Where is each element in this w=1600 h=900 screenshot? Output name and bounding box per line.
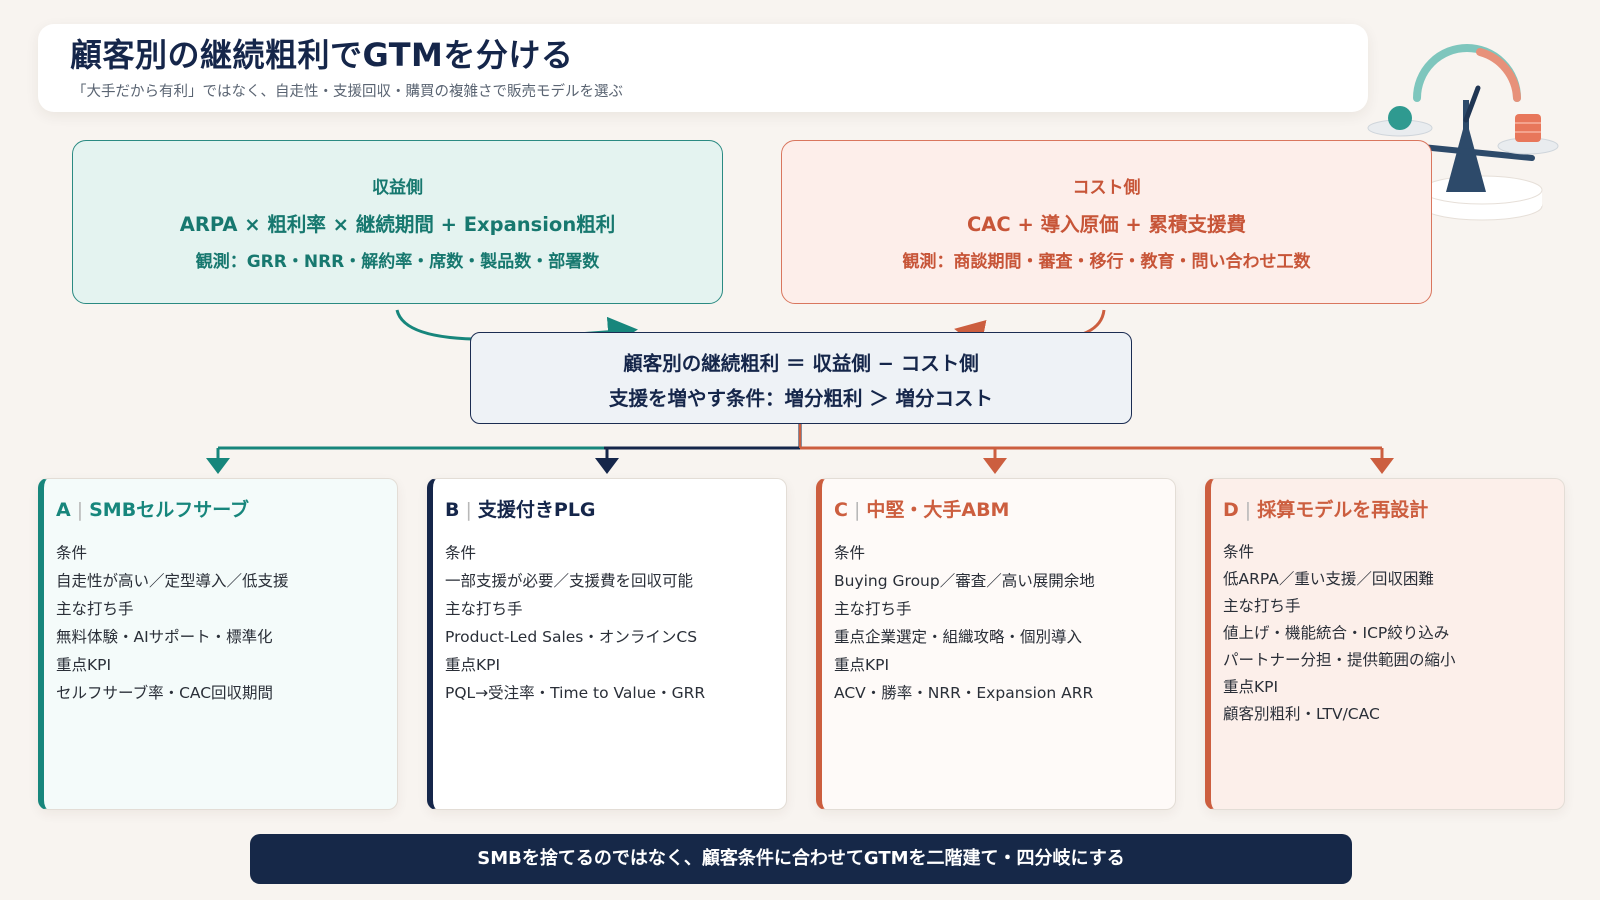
card-d-redesign-economics: D|採算モデルを再設計 条件 低ARPA／重い支援／回収困難 主な打ち手 値上げ… [1205,478,1565,810]
card-b-letter: B [445,499,460,521]
card-b-row: 一部支援が必要／支援費を回収可能 [445,572,694,590]
card-a-letter: A [56,499,71,521]
card-d-row: パートナー分担・提供範囲の縮小 [1223,651,1456,669]
card-a-row: 主な打ち手 [56,600,134,618]
branch-c-arrowhead [983,458,1007,474]
card-c-title-text: 中堅・大手ABM [866,499,1010,521]
card-d-row: 主な打ち手 [1223,597,1301,615]
cost-side-observation: 観測：商談期間・審査・移行・教育・問い合わせ工数 [902,252,1311,272]
revenue-side-formula: ARPA × 粗利率 × 継続期間 + Expansion粗利 [179,213,616,236]
gross-profit-formula-box: 顧客別の継続粗利 ＝ 収益側 − コスト側 支援を増やす条件：増分粗利 ＞ 増分… [470,332,1132,424]
cost-side-formula: CAC + 導入原価 + 累積支援費 [966,213,1247,236]
card-d-row: 重点KPI [1223,678,1279,696]
revenue-side-box: 収益側 ARPA × 粗利率 × 継続期間 + Expansion粗利 観測：G… [72,140,723,304]
card-a-title: A|SMBセルフサーブ [56,499,250,521]
cost-side-box: コスト側 CAC + 導入原価 + 累積支援費 観測：商談期間・審査・移行・教育… [781,140,1432,304]
card-a-title-text: SMBセルフサーブ [89,499,250,521]
card-d-row: 条件 [1223,543,1255,561]
card-d-letter: D [1223,499,1239,521]
card-b-assisted-plg: B|支援付きPLG 条件 一部支援が必要／支援費を回収可能 主な打ち手 Prod… [427,478,787,810]
card-d-row: 顧客別粗利・LTV/CAC [1223,705,1380,723]
gross-profit-formula: 顧客別の継続粗利 ＝ 収益側 − コスト側 [623,352,979,375]
support-increase-condition: 支援を増やす条件：増分粗利 ＞ 増分コスト [608,387,994,410]
card-c-row: Buying Group／審査／高い展開余地 [834,572,1095,590]
card-c-row: ACV・勝率・NRR・Expansion ARR [834,684,1094,702]
card-b-title: B|支援付きPLG [445,499,596,521]
card-a-smb-self-serve: A|SMBセルフサーブ 条件 自走性が高い／定型導入／低支援 主な打ち手 無料体… [38,478,398,810]
card-c-row: 条件 [834,544,866,562]
card-b-row: Product-Led Sales・オンラインCS [445,628,698,646]
card-c-midmarket-abm: C|中堅・大手ABM 条件 Buying Group／審査／高い展開余地 主な打… [816,478,1176,810]
card-b-row: 重点KPI [445,656,501,674]
card-b-row: 条件 [445,544,477,562]
page-title: 顧客別の継続粗利でGTMを分ける [70,36,574,74]
card-b-row: 主な打ち手 [445,600,523,618]
card-a-row: 無料体験・AIサポート・標準化 [56,628,273,646]
card-b-row: PQL→受注率・Time to Value・GRR [445,684,706,702]
card-c-title: C|中堅・大手ABM [834,499,1010,521]
card-c-row: 主な打ち手 [834,600,912,618]
branch-d-arrowhead [1370,458,1394,474]
cost-side-title: コスト側 [1072,178,1141,198]
revenue-side-title: 収益側 [372,178,423,198]
card-d-row: 低ARPA／重い支援／回収困難 [1223,570,1434,588]
card-b-title-text: 支援付きPLG [477,499,596,521]
card-a-row: 自走性が高い／定型導入／低支援 [56,572,289,590]
card-d-title-text: 採算モデルを再設計 [1257,499,1429,521]
summary-banner: SMBを捨てるのではなく、顧客条件に合わせてGTMを二階建て・四分岐にする [250,834,1352,884]
page-subtitle: 「大手だから有利」ではなく、自走性・支援回収・購買の複雑さで販売モデルを選ぶ [72,84,623,100]
card-a-row: 重点KPI [56,656,112,674]
card-d-title: D|採算モデルを再設計 [1223,499,1429,521]
card-a-row: 条件 [56,544,88,562]
card-d-row: 値上げ・機能統合・ICP絞り込み [1223,624,1450,642]
revenue-side-observation: 観測：GRR・NRR・解約率・席数・製品数・部署数 [195,252,600,272]
card-a-row: セルフサーブ率・CAC回収期間 [56,684,274,702]
card-c-letter: C [834,499,848,521]
branch-a-arrowhead [206,458,230,474]
card-c-row: 重点企業選定・組織攻略・個別導入 [834,628,1083,646]
header-panel [38,24,1368,112]
card-c-row: 重点KPI [834,656,890,674]
branch-b-arrowhead [595,458,619,474]
